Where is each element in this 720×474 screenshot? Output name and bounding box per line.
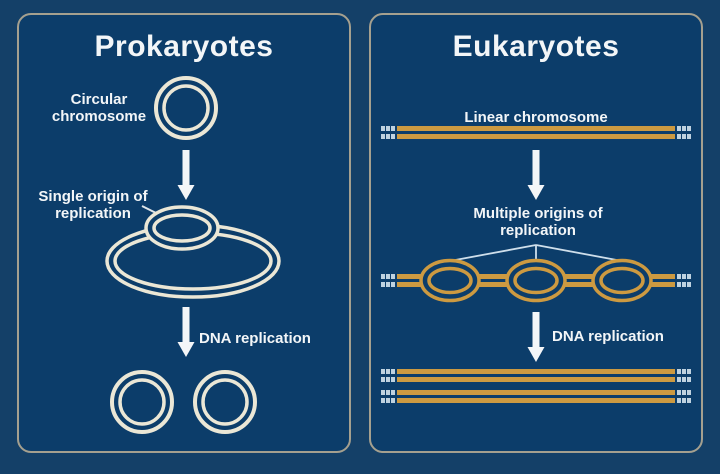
down-arrow-icon xyxy=(177,150,195,200)
telomere-marks xyxy=(677,369,691,382)
dna-replication-label: DNA replication xyxy=(552,328,664,345)
telomere-marks xyxy=(677,390,691,403)
linear-chromosome-art xyxy=(381,126,691,139)
circular-chromosome-art xyxy=(154,76,218,140)
eukaryotes-diagram-art xyxy=(381,126,691,403)
prokaryotes-title: Prokaryotes xyxy=(94,30,274,63)
replication-bubbles-art xyxy=(381,258,691,303)
down-arrow-icon xyxy=(177,307,195,357)
linear-chromosome-label: Linear chromosome xyxy=(464,109,608,126)
telomere-marks xyxy=(381,126,395,139)
down-arrow-icon xyxy=(527,150,545,200)
telomere-marks xyxy=(677,126,691,139)
single-origin-label: Single origin of replication xyxy=(38,188,148,222)
eukaryotes-panel: Eukaryotes Linear chromosome Multiple or… xyxy=(369,13,703,453)
telomere-marks xyxy=(677,274,691,287)
telomere-marks xyxy=(381,369,395,382)
daughter-chromosomes-art xyxy=(381,369,691,403)
telomere-marks xyxy=(381,274,395,287)
dna-replication-label: DNA replication xyxy=(199,330,311,347)
telomere-marks xyxy=(381,390,395,403)
prokaryotes-diagram-art xyxy=(105,76,281,434)
down-arrow-icon xyxy=(527,312,545,362)
daughter-chromosomes-art xyxy=(110,370,257,434)
eukaryotes-title: Eukaryotes xyxy=(452,30,620,63)
circular-chromosome-label: Circular chromosome xyxy=(51,91,147,125)
multiple-origins-label: Multiple origins of replication xyxy=(473,205,603,239)
prokaryotes-panel: Prokaryotes Circular chromosome Single o… xyxy=(17,13,351,453)
theta-replication-structure-art xyxy=(105,205,281,299)
